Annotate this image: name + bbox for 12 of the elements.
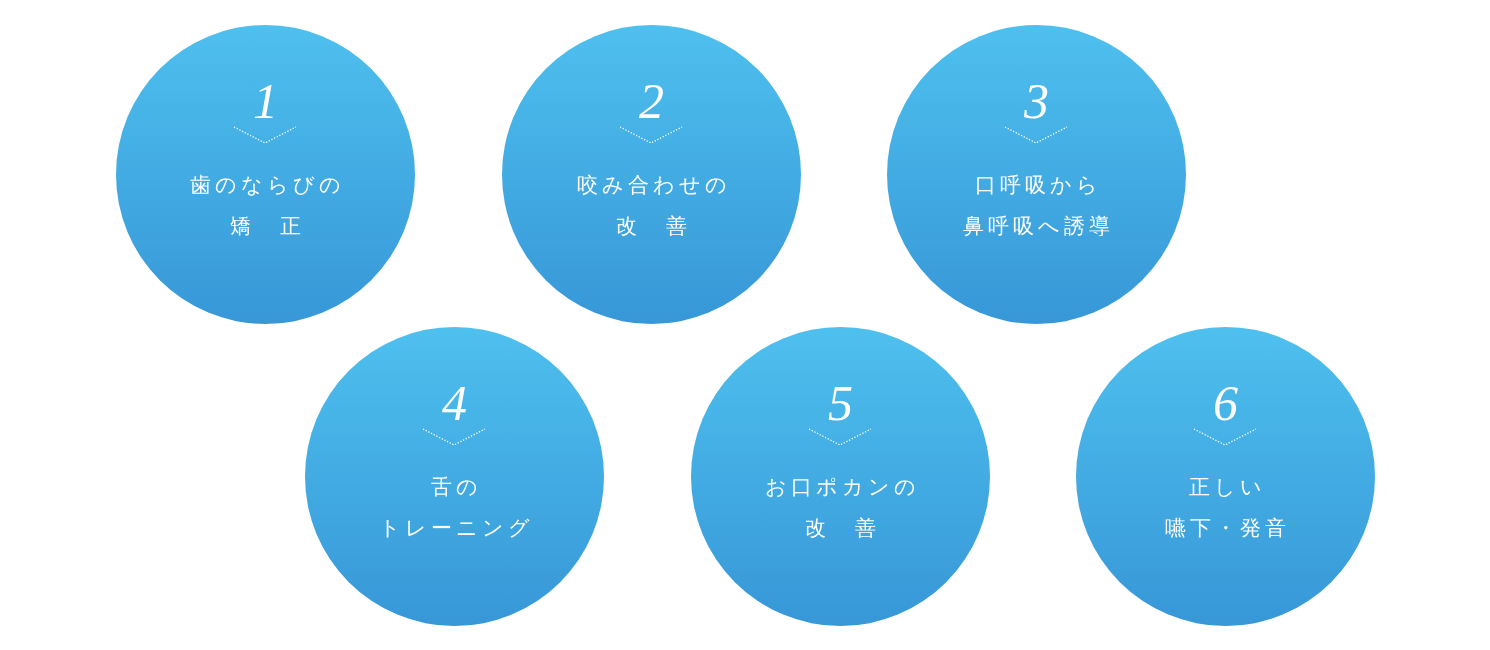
step-number: 3 bbox=[1024, 77, 1049, 125]
step-label: 歯のならびの矯 正 bbox=[189, 172, 345, 240]
step-label: 正しい嚥下・発音 bbox=[1164, 474, 1290, 542]
step-label: 口呼吸から鼻呼吸へ誘導 bbox=[962, 172, 1114, 240]
step-number: 5 bbox=[828, 379, 853, 427]
step-label: 舌のトレーニング bbox=[378, 474, 534, 542]
step-number: 1 bbox=[253, 77, 278, 125]
step-label: お口ポカンの改 善 bbox=[764, 474, 920, 542]
step-number: 2 bbox=[639, 77, 664, 125]
step-number: 4 bbox=[442, 379, 467, 427]
step-label: 咬み合わせの改 善 bbox=[575, 172, 731, 240]
step-number: 6 bbox=[1213, 379, 1238, 427]
